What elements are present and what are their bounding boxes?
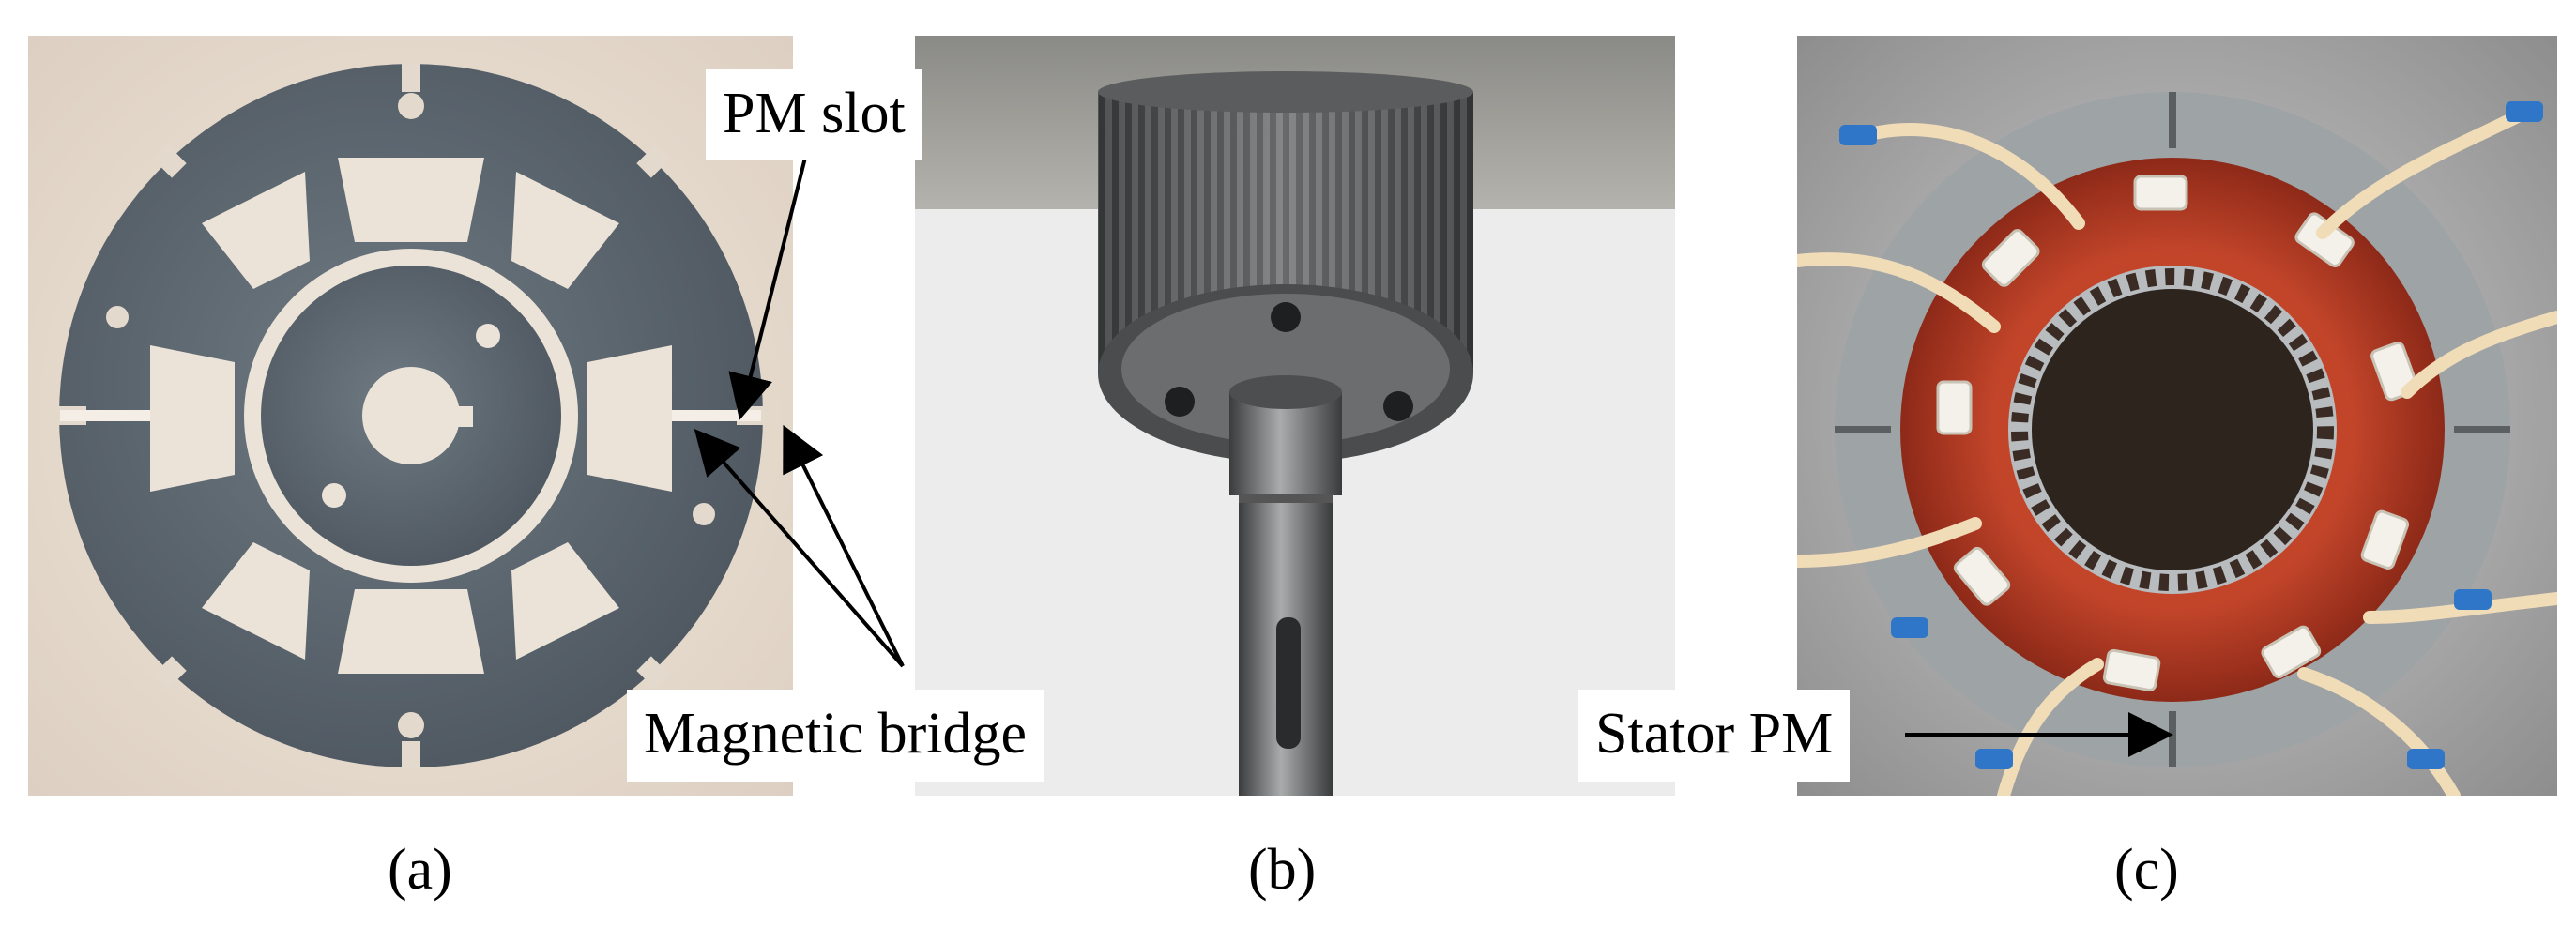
pm-slot-label: PM slot [706, 69, 922, 160]
lead-wires [1797, 104, 2557, 796]
rotor-illustration [915, 36, 1675, 796]
pm-slot [672, 410, 761, 421]
caption-c: (c) [2114, 838, 2179, 902]
panel-c-stator-photo [1797, 36, 2557, 796]
wire-terminals [1839, 101, 2543, 769]
caption-b: (b) [1248, 838, 1317, 902]
shaft [1229, 375, 1342, 796]
stator-illustration [1797, 36, 2557, 796]
stator-pm-label: Stator PM [1578, 690, 1851, 782]
stator-pm [2169, 711, 2176, 767]
caption-a: (a) [388, 838, 452, 902]
panel-a-lamination-photo [28, 36, 793, 796]
magnetic-bridge-arrow-2 [783, 424, 905, 667]
lamination-disc [58, 64, 765, 769]
rotor-body [1098, 71, 1473, 463]
magnetic-bridge-label: Magnetic bridge [627, 690, 1044, 782]
lamination-illustration [28, 36, 793, 796]
panel-b-rotor-photo [915, 36, 1675, 796]
